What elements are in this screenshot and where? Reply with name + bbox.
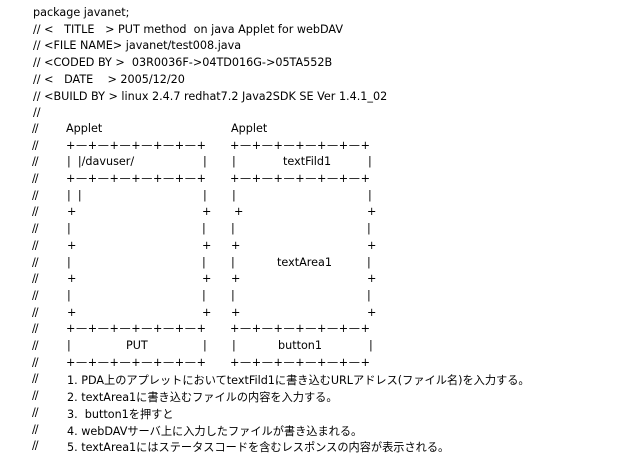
plus-mark: +: [202, 205, 212, 219]
plus-mark: +: [234, 205, 244, 219]
step-item: 1. PDA上のアプレットにおいてtextFild1に書き込むURLアドレス(フ…: [67, 374, 530, 388]
date-line: // < DATE > 2005/12/20: [33, 72, 185, 86]
comment-marker: //: [32, 222, 38, 236]
file-name-line: // <FILE NAME> javanet/test008.java: [33, 39, 242, 53]
comment-marker: //: [32, 172, 38, 185]
pipe: |: [369, 339, 373, 352]
comment-marker: //: [32, 322, 38, 336]
comment-marker: //: [32, 405, 38, 419]
comment-marker: //: [32, 255, 38, 269]
pipe: |: [231, 222, 235, 236]
box-border-left: +—+—+—+—+—+—+: [66, 322, 207, 336]
comment-marker: //: [32, 188, 38, 202]
comment-marker: //: [32, 205, 38, 219]
comment-marker: //: [32, 155, 38, 169]
plus-mark: +: [231, 238, 241, 252]
comment-marker: //: [32, 121, 38, 135]
coded-by-line: // <CODED BY > 03R0036F->04TD016G->05TA5…: [33, 56, 333, 70]
comment-marker: //: [32, 138, 38, 152]
pipe: |: [202, 255, 206, 269]
pipe: |: [367, 255, 371, 269]
applet-title-left: Applet: [66, 121, 103, 135]
plus-mark: +: [231, 272, 241, 286]
button1-label: button1: [278, 339, 323, 352]
pipe: |: [231, 288, 235, 302]
pipe: |: [232, 339, 236, 352]
text-area-label: textArea1: [277, 255, 332, 269]
pipe: |: [67, 339, 71, 352]
plus-mark: +: [367, 205, 377, 219]
comment-marker: //: [32, 355, 38, 369]
comment-marker: //: [32, 288, 38, 302]
pipe: |: [232, 155, 236, 169]
pipe: |: [67, 222, 71, 236]
plus-mark: +: [202, 238, 212, 252]
blank-comment-line: //: [33, 106, 41, 120]
comment-marker: //: [32, 238, 38, 252]
step-item: 4. webDAVサーバ上に入力したファイルが書き込まれる。: [67, 424, 363, 438]
plus-mark: +: [202, 272, 212, 286]
url-field-line: | |/davuser/: [67, 155, 135, 169]
pipe: |: [67, 288, 71, 302]
plus-mark: +: [67, 305, 77, 319]
pipe: |: [202, 288, 206, 302]
pipe: |: [202, 222, 206, 236]
comment-marker: //: [32, 422, 38, 436]
pipe: |: [367, 288, 371, 302]
plus-mark: +: [367, 272, 377, 286]
step-item: 5. textArea1にはステータスコードを含むレスポンスの内容が表示される。: [67, 441, 450, 455]
pipe: |: [67, 255, 71, 269]
box-border-right: +—+—+—+—+—+—+: [230, 355, 371, 369]
step-item: 3. button1を押すと: [67, 407, 174, 421]
plus-mark: +: [67, 205, 77, 219]
package-line: package javanet;: [33, 6, 130, 19]
plus-mark: +: [67, 238, 77, 252]
plus-mark: +: [67, 272, 77, 286]
box-border-right: +—+—+—+—+—+—+: [230, 322, 371, 336]
pipe: |: [203, 155, 207, 169]
put-button-label: PUT: [126, 339, 148, 352]
plus-mark: +: [367, 238, 377, 252]
pipe: |: [367, 222, 371, 236]
step-item: 2. textArea1に書き込むファイルの内容を入力する。: [67, 391, 338, 405]
box-border-left: +—+—+—+—+—+—+: [66, 138, 207, 152]
build-by-line: // <BUILD BY > linux 2.4.7 redhat7.2 Jav…: [33, 89, 388, 103]
box-border-left: +—+—+—+—+—+—+: [66, 172, 207, 185]
pipe: |: [203, 339, 207, 352]
pipe: |: [232, 188, 236, 202]
comment-marker: //: [32, 389, 38, 403]
applet-title-right: Applet: [231, 121, 268, 135]
text-field-label: textFild1: [283, 155, 332, 169]
title-line: // < TITLE > PUT method on java Applet f…: [33, 22, 344, 36]
plus-mark: +: [367, 305, 377, 319]
cursor-line: | |: [67, 188, 82, 202]
pipe: |: [231, 255, 235, 269]
comment-marker: //: [32, 339, 38, 352]
pipe: |: [368, 155, 372, 169]
box-border-right: +—+—+—+—+—+—+: [230, 172, 371, 185]
comment-marker: //: [32, 372, 38, 386]
comment-marker: //: [32, 439, 38, 453]
pipe: |: [368, 188, 372, 202]
comment-marker: //: [32, 305, 38, 319]
plus-mark: +: [231, 305, 241, 319]
box-border-right: +—+—+—+—+—+—+: [230, 138, 371, 152]
plus-mark: +: [202, 305, 212, 319]
box-border-left: +—+—+—+—+—+—+: [66, 355, 207, 369]
pipe: |: [203, 188, 207, 202]
comment-marker: //: [32, 272, 38, 286]
